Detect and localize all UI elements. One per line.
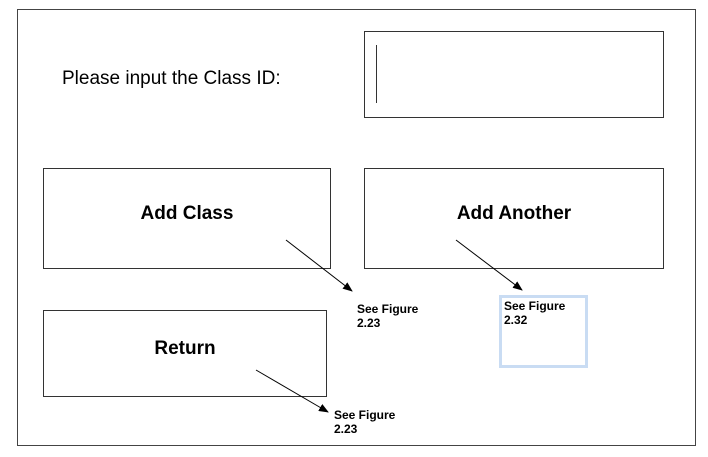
return-button[interactable]: Return <box>43 310 327 397</box>
add-another-label: Add Another <box>456 202 572 224</box>
return-label: Return <box>154 337 216 359</box>
figure-reference-return: See Figure 2.23 <box>334 408 396 436</box>
text-caret <box>376 45 377 103</box>
add-class-button[interactable]: Add Class <box>43 168 331 269</box>
figure-reference-add-another: See Figure 2.32 <box>504 299 566 327</box>
figure-reference-add-class: See Figure 2.23 <box>357 302 419 330</box>
dialog-frame <box>17 9 696 446</box>
annotation-selection-box[interactable] <box>499 295 588 368</box>
add-class-label: Add Class <box>140 202 234 224</box>
class-id-prompt: Please input the Class ID: <box>62 68 281 89</box>
class-id-input[interactable] <box>364 31 664 118</box>
add-another-button[interactable]: Add Another <box>364 168 664 269</box>
